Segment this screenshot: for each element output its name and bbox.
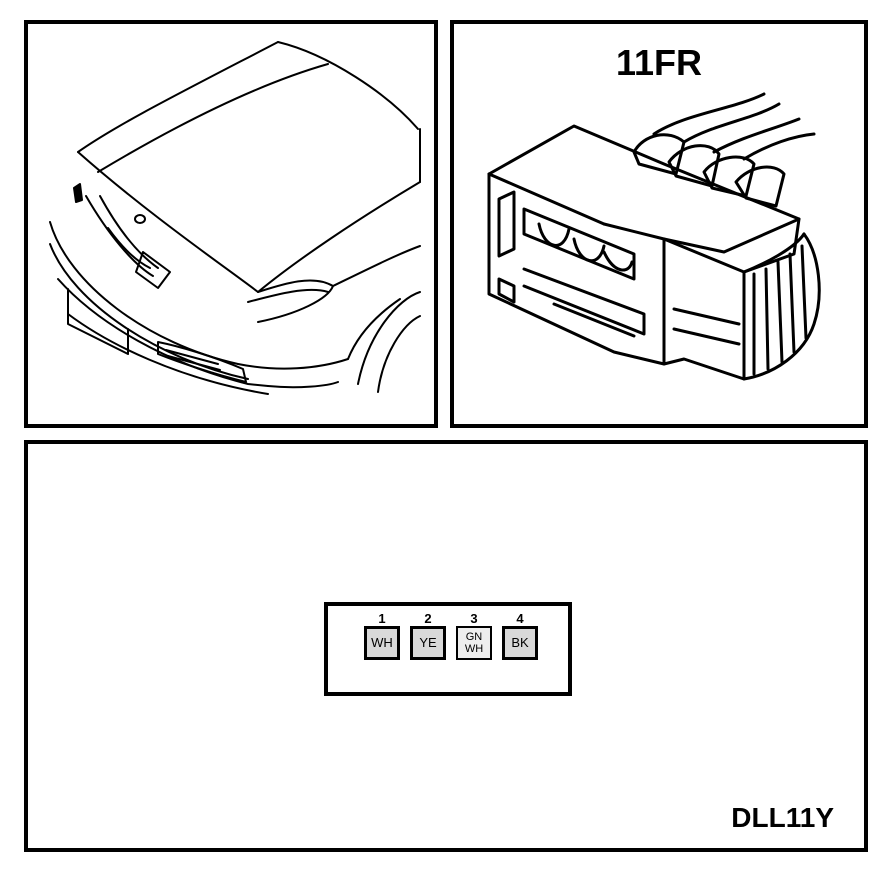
pin-color-box: GN WH <box>456 626 492 660</box>
pin-number: 3 <box>470 611 478 626</box>
pin-color-box: YE <box>410 626 446 660</box>
car-front-illustration <box>49 41 421 395</box>
pin-number: 4 <box>516 611 524 626</box>
connector-title: 11FR <box>615 42 703 83</box>
pin-2: 2 YE <box>408 612 448 660</box>
pin-color-box: WH <box>364 626 400 660</box>
car-location-panel <box>24 20 438 428</box>
connector-face: 1 WH 2 YE 3 GN WH 4 BK <box>324 602 572 696</box>
pin-number: 2 <box>424 611 432 626</box>
connector-view-panel: 11FR <box>450 20 868 428</box>
wire-color-label: WH <box>371 635 393 650</box>
pin-color-box: BK <box>502 626 538 660</box>
wire-color-label: BK <box>511 635 529 650</box>
connector-illustration <box>487 92 821 381</box>
pinout-panel: 1 WH 2 YE 3 GN WH 4 BK DLL11Y <box>24 440 868 852</box>
pin-3: 3 GN WH <box>454 612 494 660</box>
wire-color-label: YE <box>419 635 437 650</box>
diagram-code: DLL11Y <box>731 802 834 833</box>
wire-color-label: GN <box>465 631 483 643</box>
wire-color-label: WH <box>464 643 484 655</box>
pin-4: 4 BK <box>500 612 540 660</box>
pin-number: 1 <box>378 611 386 626</box>
pin-1: 1 WH <box>362 612 402 660</box>
